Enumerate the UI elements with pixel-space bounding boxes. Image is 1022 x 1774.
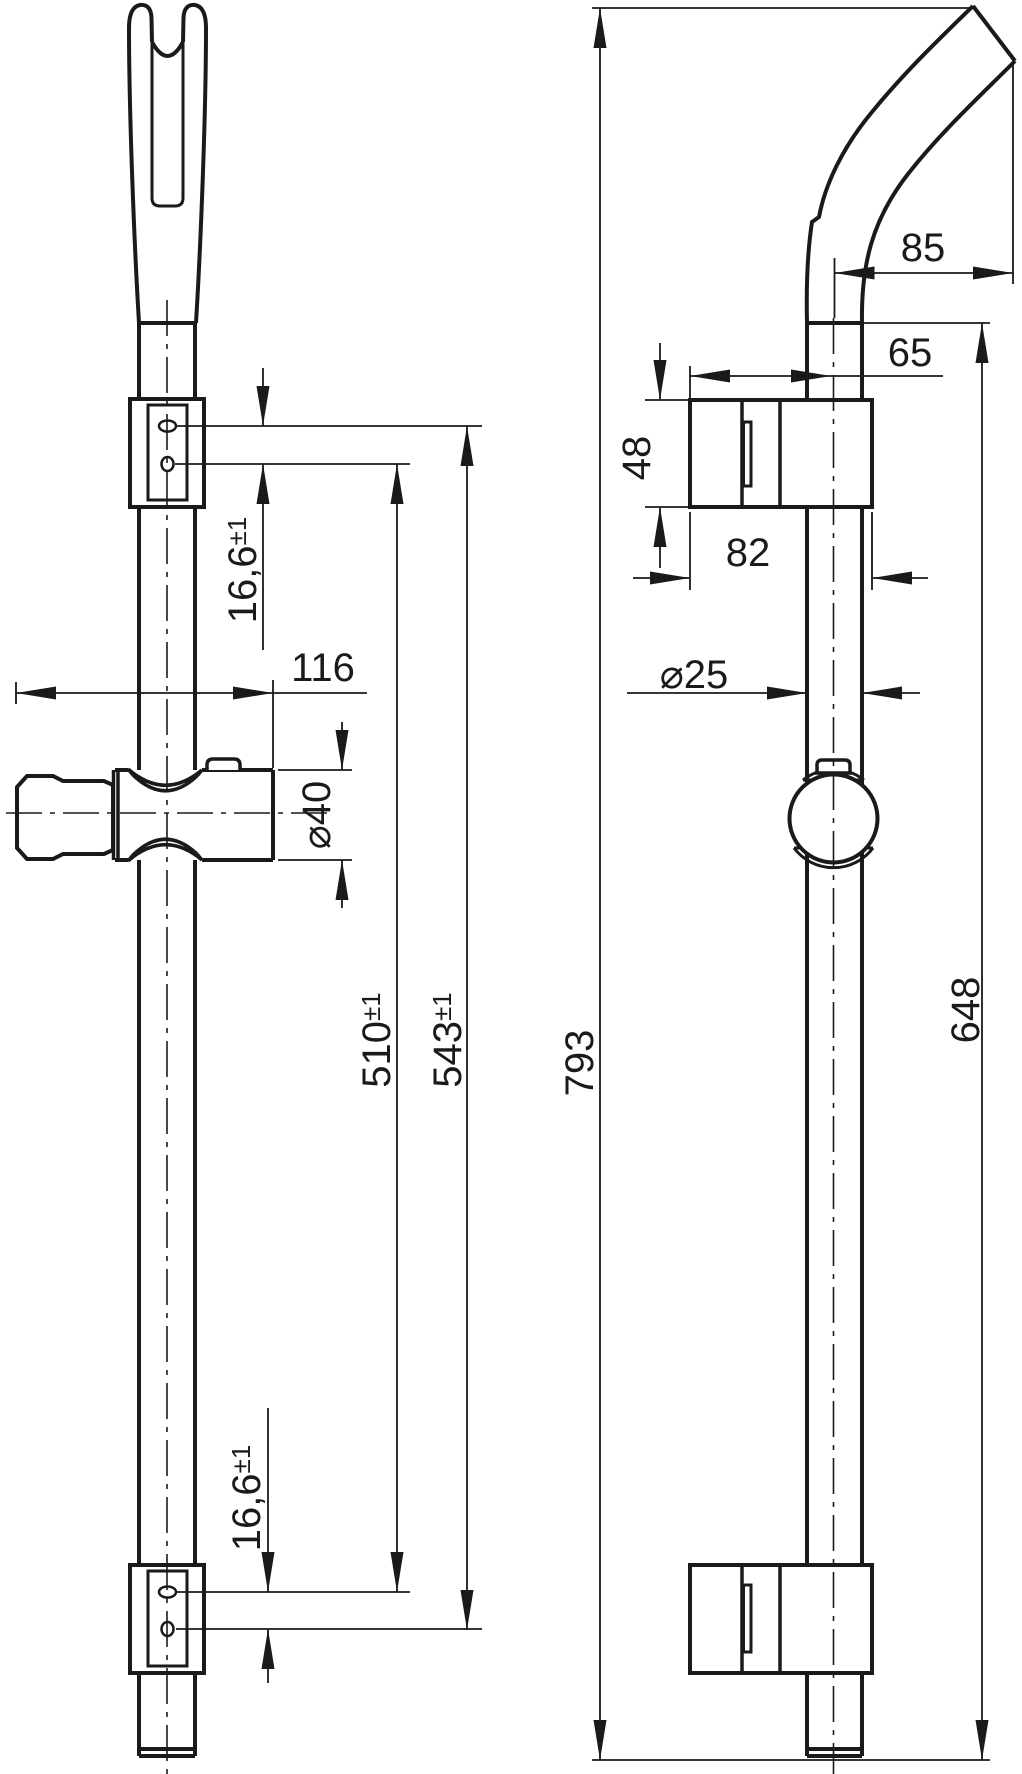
arrowhead bbox=[975, 1720, 989, 1760]
arrowhead bbox=[460, 1590, 474, 1630]
dim-label-d40: ⌀40 bbox=[295, 781, 339, 850]
dimension-arrows bbox=[16, 8, 1013, 1760]
rail-side-edges bbox=[805, 323, 864, 1758]
arrowhead bbox=[650, 571, 690, 585]
side-view bbox=[688, 4, 1017, 1758]
arrowhead bbox=[256, 386, 270, 426]
dim-line-116 bbox=[15, 680, 367, 768]
arrowhead bbox=[975, 323, 989, 363]
arrowhead bbox=[872, 571, 912, 585]
dim-label-543: 543±1 bbox=[426, 992, 470, 1087]
hole-extension-lines-bottom bbox=[176, 1591, 482, 1630]
arrowhead bbox=[862, 686, 902, 700]
arrowhead bbox=[791, 369, 831, 383]
arrowhead bbox=[653, 507, 667, 547]
slider-body-fill bbox=[115, 770, 273, 860]
arrowhead bbox=[767, 686, 807, 700]
holder-fork-valley bbox=[150, 40, 185, 58]
dim-line-648 bbox=[864, 322, 990, 1760]
holder-outline-left bbox=[126, 2, 154, 324]
arrowhead bbox=[390, 1552, 404, 1592]
bracket-slot bbox=[742, 1583, 753, 1654]
arrowhead bbox=[16, 686, 56, 700]
arrowhead bbox=[460, 426, 474, 466]
dim-label-16-top: 16,6±1 bbox=[221, 517, 265, 624]
curve-inner-edge bbox=[859, 59, 1017, 324]
slider-saddle-bottom bbox=[126, 837, 204, 863]
curve-outer-edge bbox=[804, 4, 975, 324]
arrowhead bbox=[973, 266, 1013, 280]
dim-label-65: 65 bbox=[888, 331, 933, 375]
wall-bracket-top-side bbox=[688, 398, 874, 509]
dim-label-85: 85 bbox=[901, 226, 946, 270]
slider-button bbox=[205, 757, 242, 770]
slider-joint-lines bbox=[111, 770, 120, 860]
dim-label-648: 648 bbox=[944, 977, 988, 1044]
dim-label-16-bottom: 16,6±1 bbox=[225, 1445, 269, 1552]
arrowhead bbox=[256, 464, 270, 504]
holder-slot bbox=[150, 42, 185, 208]
wall-bracket-bottom-side bbox=[688, 1563, 874, 1675]
arrowhead bbox=[690, 369, 730, 383]
dim-label-793: 793 bbox=[558, 1030, 602, 1097]
dim-label-d25: ⌀25 bbox=[660, 653, 729, 697]
holder-outline-right bbox=[181, 2, 209, 324]
dim-line-85 bbox=[833, 64, 1014, 318]
dim-label-116: 116 bbox=[291, 646, 355, 690]
arrowhead bbox=[593, 1720, 607, 1760]
slider-ring-cap-bottom bbox=[792, 846, 875, 870]
bracket-slot bbox=[742, 420, 753, 488]
arrowhead bbox=[261, 1552, 275, 1592]
arrowhead bbox=[834, 266, 875, 280]
dim-label-82: 82 bbox=[726, 531, 771, 575]
arrowhead bbox=[390, 464, 404, 504]
dim-label-510: 510±1 bbox=[355, 992, 399, 1087]
centerlines bbox=[6, 300, 835, 1774]
arrowhead bbox=[261, 1629, 275, 1669]
rail-side bbox=[805, 323, 864, 1758]
arrowhead bbox=[653, 360, 667, 400]
dim-label-48: 48 bbox=[615, 436, 659, 481]
slider-front bbox=[15, 757, 275, 863]
hole-extension-lines-top bbox=[175, 425, 482, 465]
dimension-labels: 16,6±1 116 ⌀40 510±1 543±1 16,6±1 85 65 … bbox=[221, 226, 988, 1551]
arrowhead bbox=[593, 8, 607, 48]
curve-end-cap bbox=[971, 4, 1017, 63]
arrowhead bbox=[233, 686, 273, 700]
slider-button-side bbox=[815, 758, 852, 775]
handset-holder bbox=[126, 2, 209, 325]
arrowhead bbox=[335, 860, 349, 900]
slider-handle bbox=[15, 774, 115, 861]
slider-saddle-top bbox=[126, 767, 204, 793]
front-view bbox=[15, 2, 275, 1758]
arrowhead bbox=[335, 730, 349, 770]
